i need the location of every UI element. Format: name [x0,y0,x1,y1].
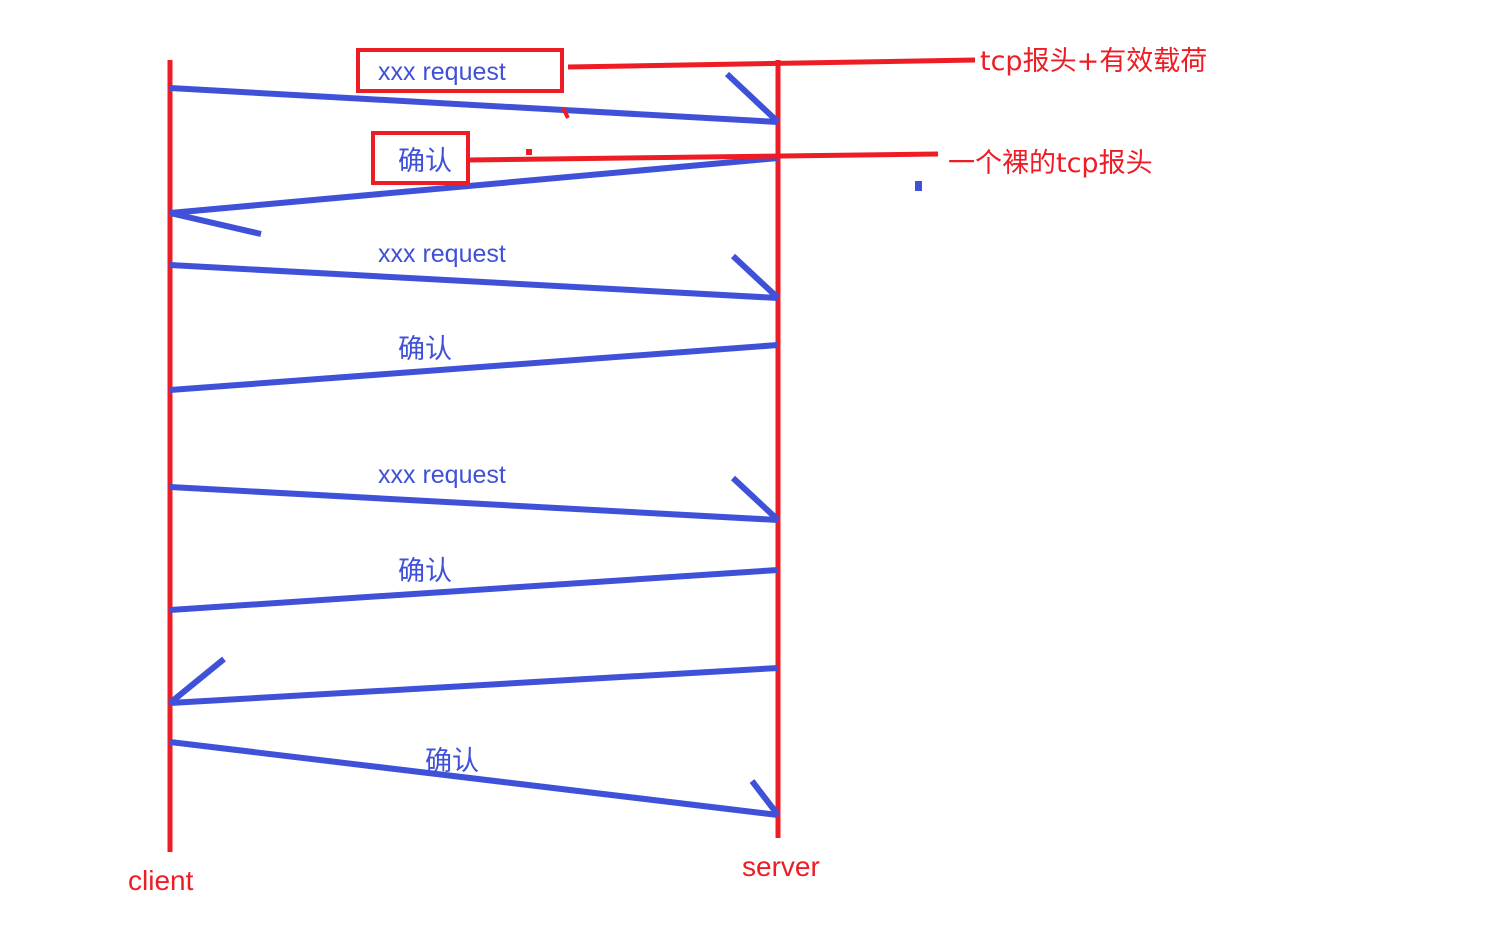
actor-label-server: server [742,851,820,882]
blue-dot-mark [915,181,922,191]
arrowhead-barb [168,656,226,706]
message-req-2 [169,253,781,301]
message-line [169,665,779,706]
message-line [169,155,779,216]
message-line [169,739,779,818]
message-label-req-1: xxx request [378,58,506,86]
message-req-4 [168,656,779,706]
actor-label-client: client [128,865,194,896]
message-req-3 [169,475,781,523]
message-label-ack-2: 确认 [398,334,452,365]
message-line [169,85,779,125]
message-label-ack-1: 确认 [398,146,452,177]
stray-marks-group [526,107,922,191]
red-tick-mark-2 [526,149,532,155]
callout-bare-header: 一个裸的tcp报头 [371,131,1153,185]
message-line [169,484,779,523]
message-ack-2 [169,342,779,393]
message-req-1 [169,71,781,125]
message-ack-1 [169,155,779,237]
message-ack-3 [169,567,779,613]
message-ack-4 [169,739,781,818]
callout-leader-line [467,151,939,163]
message-label-ack-3: 确认 [398,556,452,587]
callout-annotation-bare-header: 一个裸的tcp报头 [948,148,1153,179]
callout-payload: tcp报头+有效载荷 [356,46,1207,93]
message-label-req-3: xxx request [378,461,506,489]
messages-group [168,71,781,818]
callout-leader-line [567,57,976,70]
message-label-ack-4: 确认 [425,746,479,777]
arrowhead-barb [730,253,781,301]
lifelines-group [167,60,781,852]
arrowhead-barb [724,71,781,125]
message-line [169,262,779,301]
actor-labels-group: client server [128,851,820,896]
message-line [169,342,779,393]
message-line [169,567,779,613]
red-tick-mark-1 [561,107,570,119]
callout-box-payload [356,48,564,93]
arrowhead-barb [730,475,781,523]
message-labels-group: xxx request 确认 xxx request 确认 xxx reques… [378,58,506,777]
arrowhead-barb [169,210,262,237]
message-label-req-2: xxx request [378,240,506,268]
callout-annotation-payload: tcp报头+有效载荷 [980,46,1207,77]
arrowhead-barb [749,779,781,817]
